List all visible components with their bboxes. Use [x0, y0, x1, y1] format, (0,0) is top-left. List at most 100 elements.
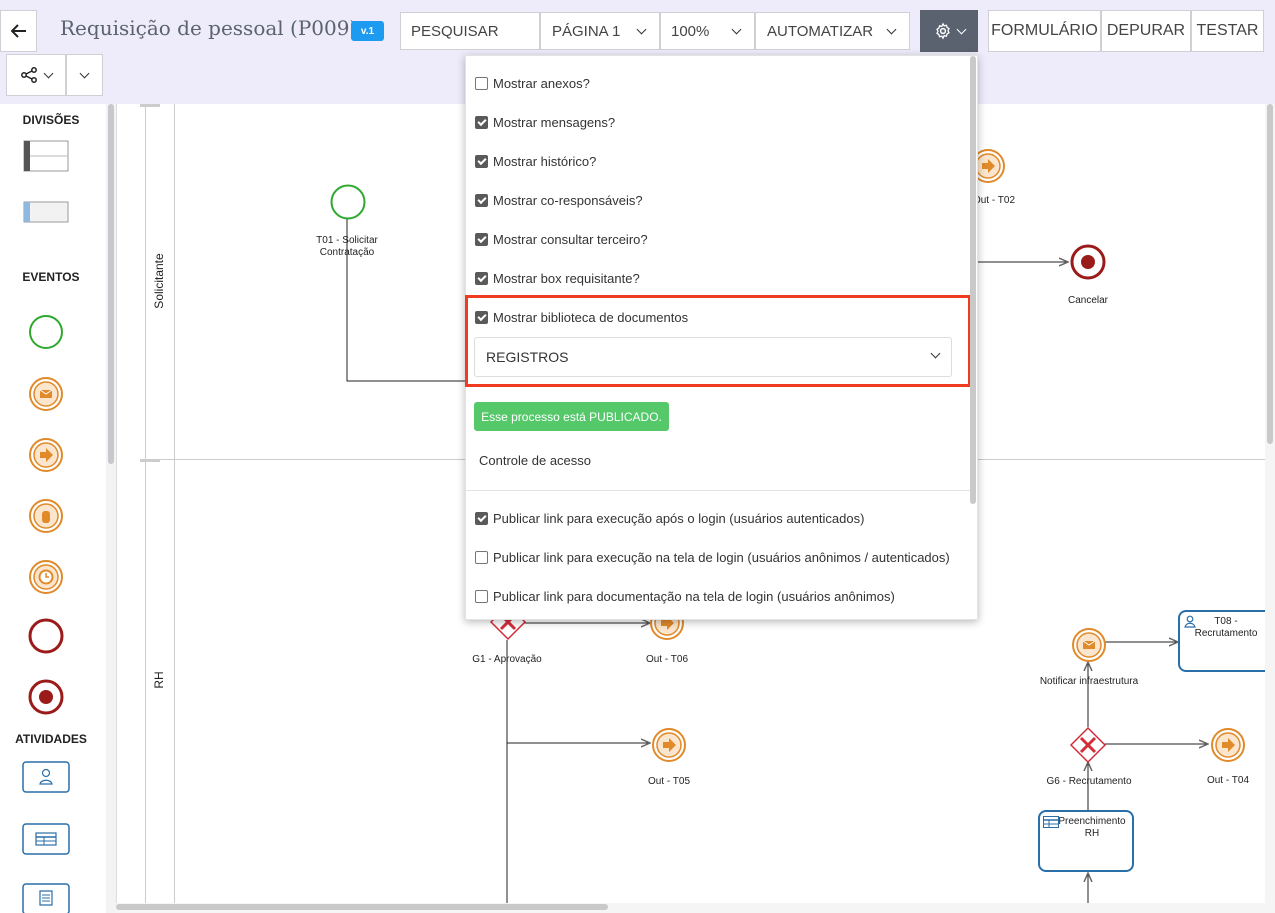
palette-scrollbar[interactable] — [106, 104, 116, 913]
highlight-box — [465, 295, 971, 387]
test-button-label: TESTAR — [1196, 22, 1259, 39]
rh-fill-label: Preenchimento RH — [1058, 816, 1126, 839]
option-publish-documentation[interactable]: Publicar link para documentação na tela … — [475, 589, 895, 604]
chevron-down-icon — [930, 348, 941, 359]
start-event-t01[interactable] — [329, 183, 367, 221]
user-icon — [1184, 615, 1196, 628]
script-task-icon[interactable] — [22, 883, 70, 913]
checkbox-icon[interactable] — [475, 551, 488, 564]
checkbox-checked-icon[interactable] — [475, 272, 488, 285]
task-t08[interactable] — [1178, 610, 1275, 672]
search-button[interactable]: PESQUISAR — [400, 12, 540, 50]
dropdown-divider — [466, 490, 970, 491]
t08-label: T08 - Recrutamento — [1194, 616, 1258, 639]
lane-top-border — [140, 104, 160, 107]
library-select-value: REGISTROS — [486, 349, 569, 365]
zoom-select[interactable]: 100% — [660, 12, 755, 50]
published-status-badge: Esse processo está PUBLICADO. — [474, 402, 669, 431]
form-task-icon[interactable] — [22, 823, 70, 855]
checkbox-checked-icon[interactable] — [475, 155, 488, 168]
horizontal-lane-shape[interactable] — [23, 140, 69, 172]
page-title: Requisição de pessoal (P009) — [60, 16, 358, 40]
timer-event-icon[interactable] — [27, 558, 65, 596]
checkbox-checked-icon[interactable] — [475, 194, 488, 207]
share-button[interactable] — [6, 54, 66, 96]
events-label: EVENTOS — [22, 270, 80, 284]
option-label: Mostrar co-responsáveis? — [493, 193, 643, 208]
option-label: Mostrar anexos? — [493, 76, 590, 91]
signal-event-icon[interactable] — [27, 497, 65, 535]
checkbox-checked-icon[interactable] — [475, 512, 488, 525]
debug-button[interactable]: DEPURAR — [1101, 10, 1191, 52]
back-button[interactable] — [0, 10, 37, 52]
arrow-left-icon — [10, 24, 26, 38]
canvas-vertical-thumb[interactable] — [1267, 104, 1273, 444]
checkbox-checked-icon[interactable] — [475, 233, 488, 246]
option-publish-login-screen[interactable]: Publicar link para execução na tela de l… — [475, 550, 950, 565]
dropdown-scrollbar-thumb[interactable] — [970, 56, 976, 504]
end-event-icon[interactable] — [27, 617, 65, 655]
option-show-requester-box[interactable]: Mostrar box requisitante? — [475, 271, 640, 286]
activities-label: ATIVIDADES — [15, 732, 87, 746]
palette-scrollbar-thumb[interactable] — [108, 104, 114, 464]
start-event-icon[interactable] — [27, 313, 65, 351]
page-select[interactable]: PÁGINA 1 — [540, 12, 660, 50]
cancel-end-event[interactable] — [1069, 243, 1107, 281]
debug-button-label: DEPURAR — [1106, 22, 1186, 39]
version-badge: v.1 — [351, 21, 384, 41]
out-t06-label: Out - T06 — [645, 654, 689, 665]
checkbox-checked-icon[interactable] — [475, 311, 488, 324]
option-label: Mostrar histórico? — [493, 154, 597, 169]
cancel-label: Cancelar — [1067, 295, 1109, 306]
option-label: Publicar link para execução após o login… — [493, 511, 865, 526]
option-label: Mostrar mensagens? — [493, 115, 616, 130]
lane-header-solicitante[interactable] — [145, 104, 175, 460]
checkbox-icon[interactable] — [475, 77, 488, 90]
share-icon — [20, 67, 37, 83]
link-event-t05[interactable] — [650, 726, 688, 764]
option-show-third-party[interactable]: Mostrar consultar terceiro? — [475, 232, 648, 247]
link-event-t04[interactable] — [1209, 726, 1247, 764]
message-event-notify[interactable] — [1070, 626, 1108, 664]
document-library-select[interactable]: REGISTROS — [474, 337, 952, 377]
option-publish-authenticated[interactable]: Publicar link para execução após o login… — [475, 511, 864, 526]
option-show-messages[interactable]: Mostrar mensagens? — [475, 115, 615, 130]
option-label: Mostrar biblioteca de documentos — [493, 310, 689, 325]
task-rh-fill[interactable] — [1038, 810, 1134, 872]
message-event-icon[interactable] — [27, 375, 65, 413]
settings-button[interactable] — [920, 10, 978, 52]
user-task-icon[interactable] — [22, 761, 70, 793]
t01-label: T01 - Solicitar Contratação — [316, 235, 378, 258]
divisions-label: DIVISÕES — [22, 113, 80, 127]
gear-icon — [935, 22, 950, 40]
test-button[interactable]: TESTAR — [1191, 10, 1264, 52]
automate-select[interactable]: AUTOMATIZAR — [755, 12, 910, 50]
canvas-vertical-scrollbar[interactable] — [1265, 104, 1275, 913]
out-t05-label: Out - T05 — [647, 776, 691, 787]
page-select-value: PÁGINA 1 — [552, 22, 621, 40]
checkbox-checked-icon[interactable] — [475, 116, 488, 129]
form-button[interactable]: FORMULÁRIO — [988, 10, 1101, 52]
g6-label: G6 - Recrutamento — [1046, 776, 1132, 787]
checkbox-icon[interactable] — [475, 590, 488, 603]
single-lane-shape[interactable] — [23, 201, 69, 223]
option-label: Publicar link para documentação na tela … — [493, 589, 895, 604]
gateway-g6[interactable] — [1069, 726, 1107, 764]
canvas-horizontal-thumb[interactable] — [116, 904, 608, 910]
option-label: Mostrar box requisitante? — [493, 271, 640, 286]
g1-label: G1 - Aprovação — [472, 654, 542, 665]
canvas-horizontal-scrollbar[interactable] — [116, 903, 1265, 913]
option-show-attachments[interactable]: Mostrar anexos? — [475, 76, 590, 91]
option-label: Mostrar consultar terceiro? — [493, 232, 648, 247]
option-show-co-responsibles[interactable]: Mostrar co-responsáveis? — [475, 193, 643, 208]
terminate-event-icon[interactable] — [27, 678, 65, 716]
option-show-document-library[interactable]: Mostrar biblioteca de documentos — [475, 310, 688, 325]
more-button[interactable] — [66, 54, 103, 96]
zoom-select-value: 100% — [671, 22, 710, 40]
link-event-icon[interactable] — [27, 436, 65, 474]
access-control-heading: Controle de acesso — [479, 453, 592, 468]
option-show-history[interactable]: Mostrar histórico? — [475, 154, 596, 169]
lane-header-rh[interactable] — [145, 460, 175, 913]
form-button-label: FORMULÁRIO — [991, 22, 1098, 39]
